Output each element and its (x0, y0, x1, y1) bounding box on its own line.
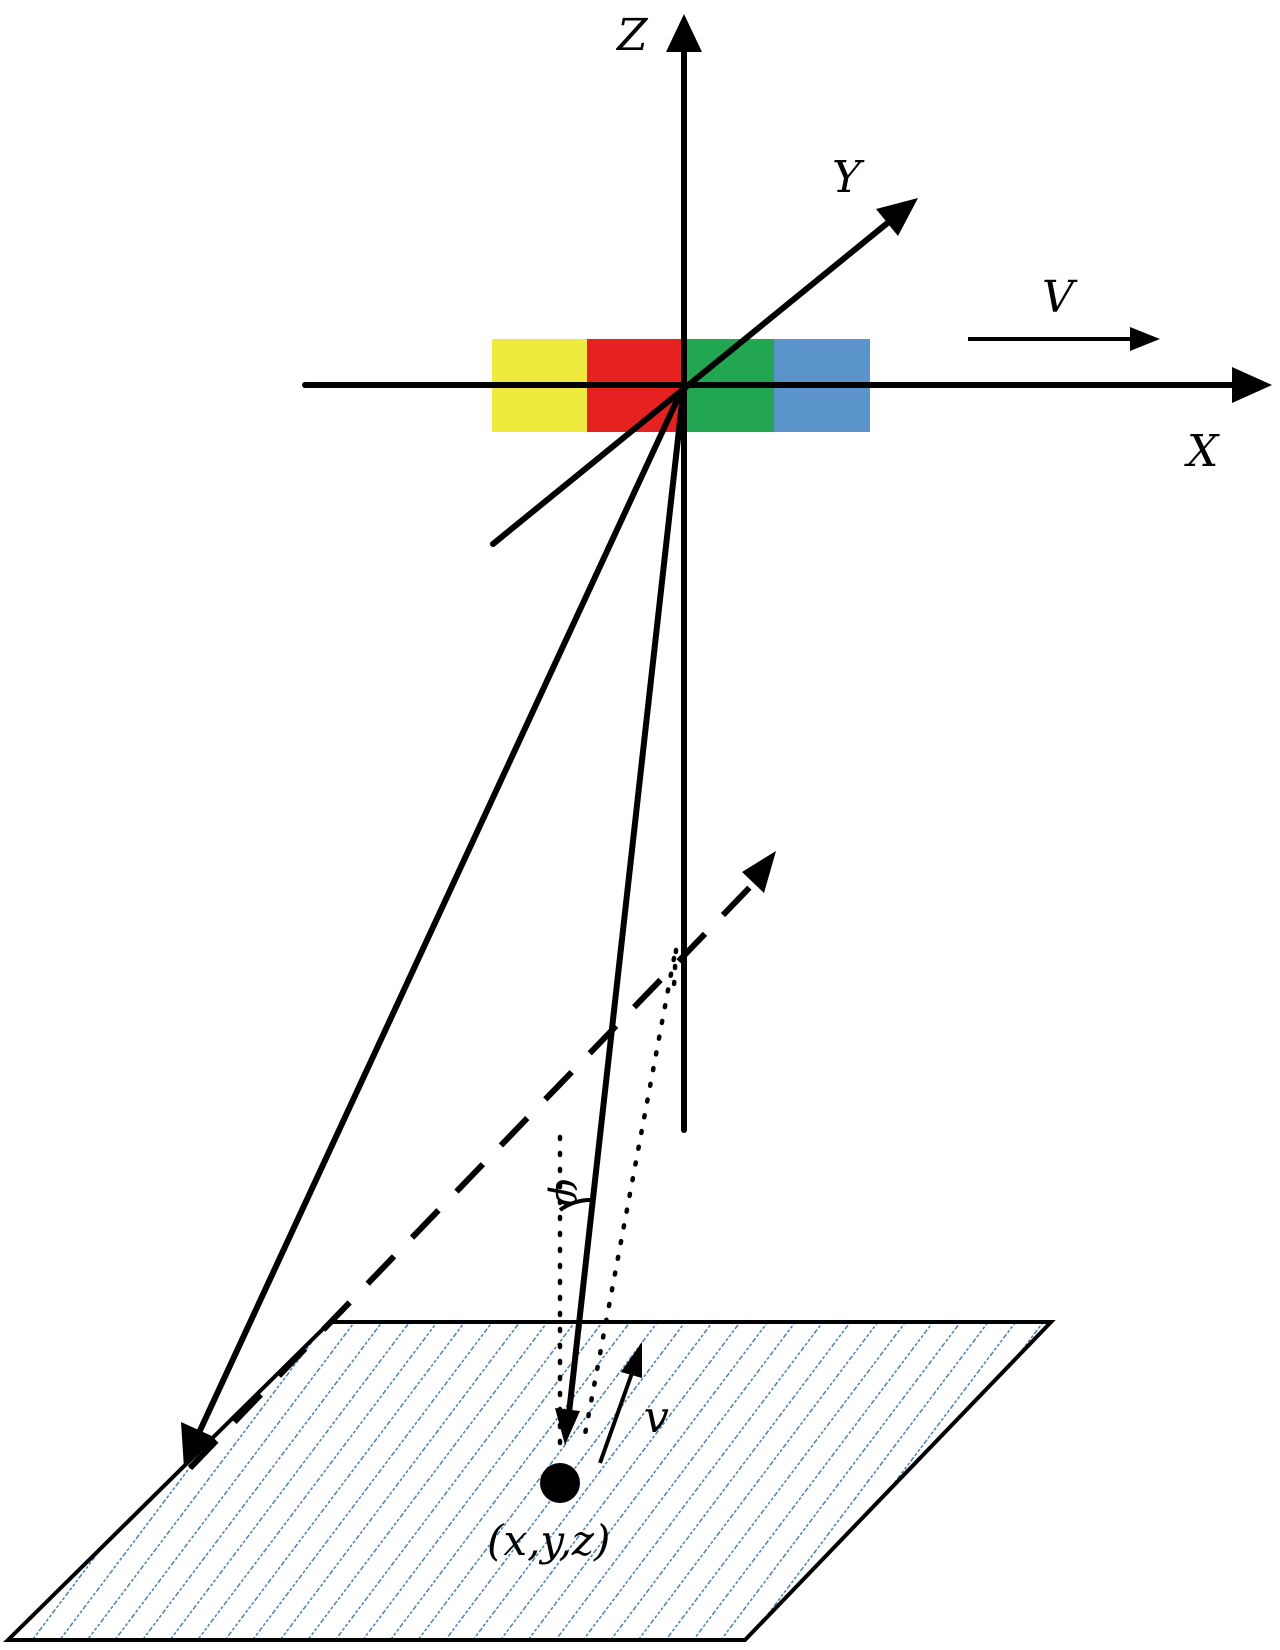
left-ray (194, 382, 687, 1440)
platform-velocity-arrowhead (1130, 327, 1160, 351)
target-coordinates-label: (x,y,z) (487, 1516, 610, 1565)
platform-velocity-label: V (1042, 272, 1078, 323)
ground-plane (3, 1320, 1056, 1642)
y-axis (490, 218, 893, 547)
target-point (540, 1463, 580, 1503)
left-ray-arrowhead (181, 1422, 214, 1468)
angle-label: φ (546, 1178, 592, 1206)
x-axis-arrowhead (1232, 367, 1272, 403)
dashed-track-arrowhead (742, 851, 776, 893)
y-axis-label: Y (832, 152, 865, 203)
target-velocity-arrowhead (621, 1342, 642, 1378)
angle-arc (558, 1198, 591, 1212)
z-axis-arrowhead (666, 14, 702, 52)
x-axis-label: X (1184, 426, 1220, 477)
dotted-slant-line (580, 955, 677, 1448)
z-axis-label: Z (615, 10, 649, 61)
target-velocity-arrow (598, 1372, 634, 1464)
target-velocity-label: v (644, 1392, 669, 1443)
y-axis-arrowhead (876, 198, 918, 236)
dotted-top-line (671, 947, 679, 989)
target-ray-arrowhead (555, 1408, 580, 1445)
target-ray (566, 382, 687, 1416)
dashed-track-line (187, 882, 755, 1471)
